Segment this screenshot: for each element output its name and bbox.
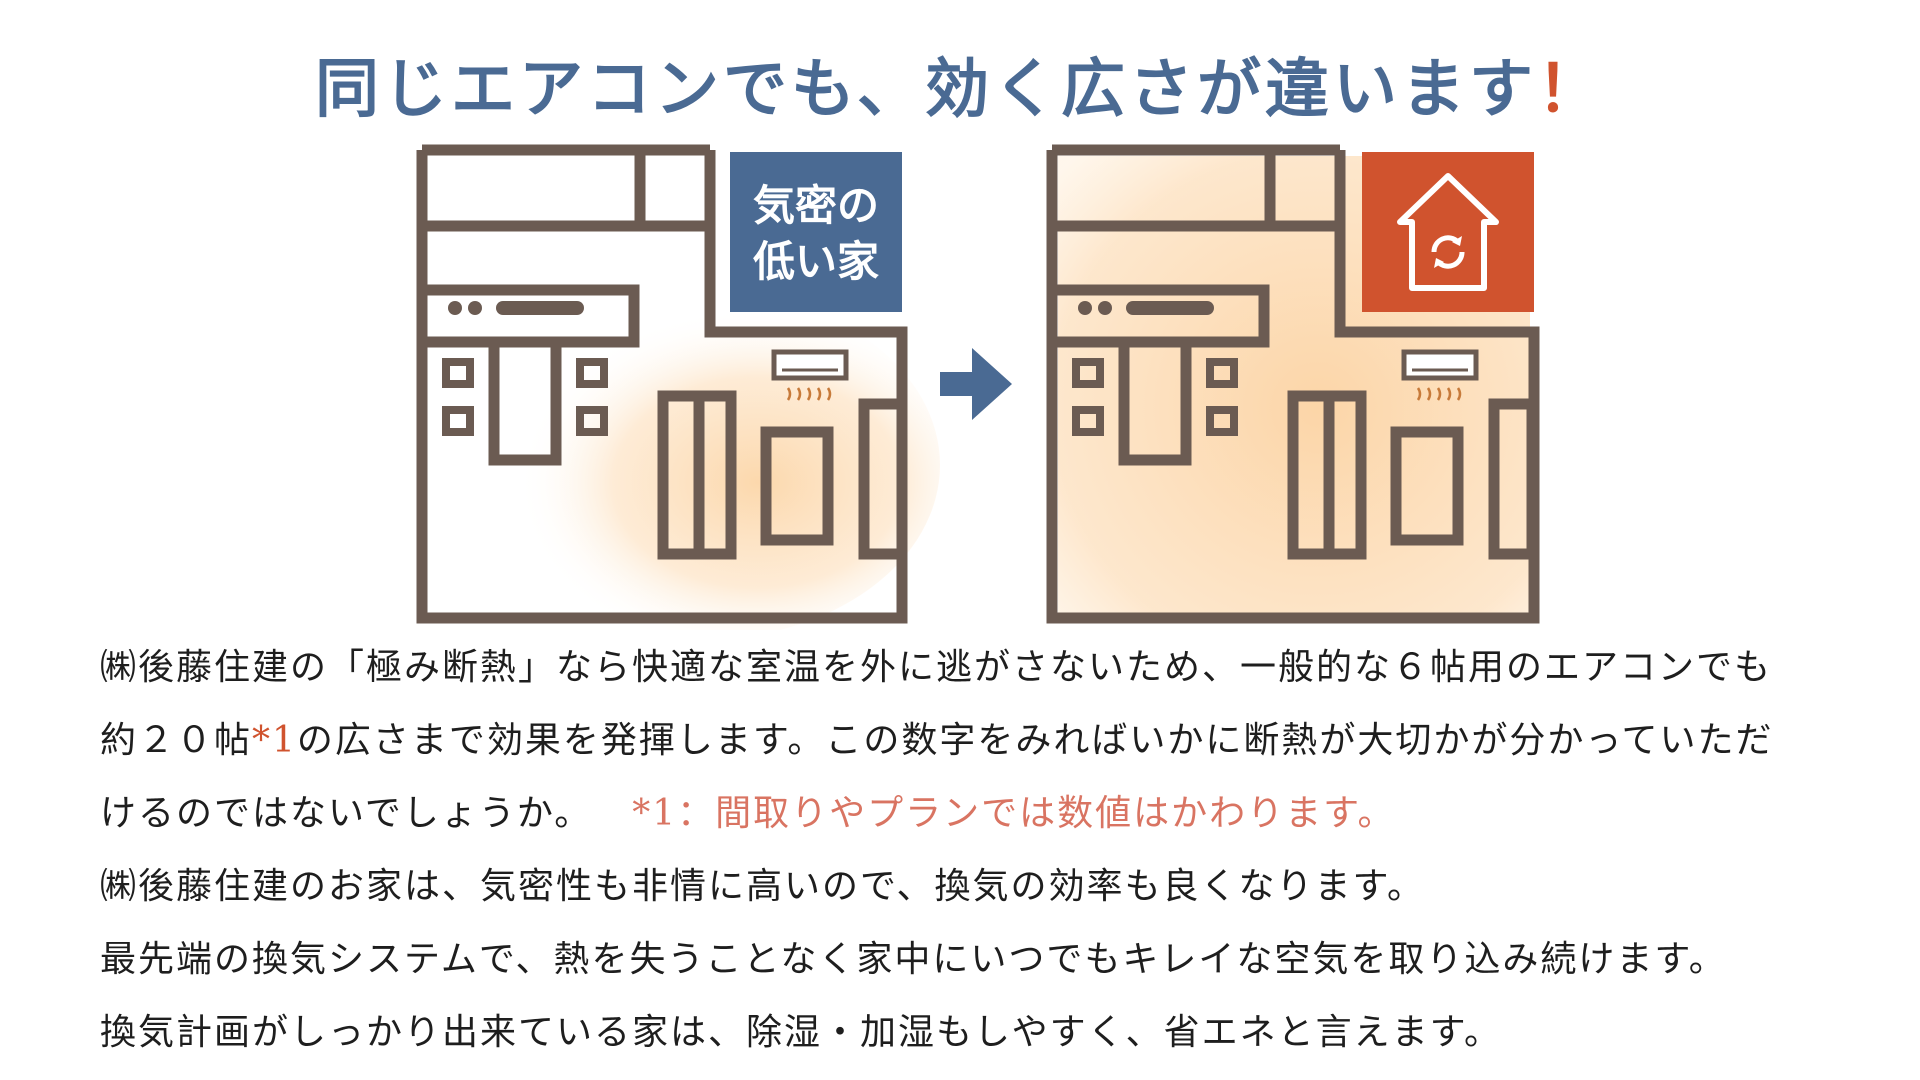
paragraph-1-line-3-text: けるのではないでしょうか。 <box>100 793 593 834</box>
badge-line1: 気密の <box>753 181 879 230</box>
arrow-right-icon <box>940 348 1012 420</box>
aircon-comparison-illustration: 気密の 低い家 <box>416 144 1540 630</box>
heading-text: 同じエアコンでも、効く広さが違います <box>314 52 1538 127</box>
paragraph-1-line-1: ㈱後藤住建の「極み断熱」なら快適な室温を外に逃がさないため、一般的な６帖用のエア… <box>100 647 1773 688</box>
footnote-note: *1：間取りやプランでは数値はかわります。 <box>632 793 1396 834</box>
house-recycle-icon <box>1397 173 1499 291</box>
paragraph-1-line-3: けるのではないでしょうか。 *1：間取りやプランでは数値はかわります。 <box>100 784 1860 857</box>
page-heading: 同じエアコンでも、効く広さが違います！ <box>0 38 1920 130</box>
paragraph-1-line-2-rest: の広さまで効果を発揮します。この数字をみればいかに断熱が大切かが分かっていただ <box>296 720 1774 761</box>
badge-line2: 低い家 <box>753 237 879 286</box>
paragraph-4: 換気計画がしっかり出来ている家は、除湿・加湿もしやすく、省エネと言えます。 <box>100 1012 1503 1053</box>
footnote-mark: *1 <box>252 720 297 761</box>
paragraph-3: 最先端の換気システムで、熱を失うことなく家中にいつでもキレイな空気を取り込み続け… <box>100 939 1727 980</box>
floorplan-low-airtight: 気密の 低い家 <box>416 144 940 630</box>
paragraph-2: ㈱後藤住建のお家は、気密性も非情に高いので、換気の効率も良くなります。 <box>100 866 1425 907</box>
low-airtight-badge <box>730 152 902 312</box>
body-text: ㈱後藤住建の「極み断熱」なら快適な室温を外に逃がさないため、一般的な６帖用のエア… <box>100 638 1860 1076</box>
floorplan-high-airtight <box>1046 144 1540 624</box>
area-text: 約２０帖 <box>100 720 253 761</box>
heading-exclamation: ！ <box>1537 52 1606 127</box>
paragraph-1-line-2: 約２０帖*1の広さまで効果を発揮します。この数字をみればいかに断熱が大切かが分か… <box>100 711 1860 784</box>
